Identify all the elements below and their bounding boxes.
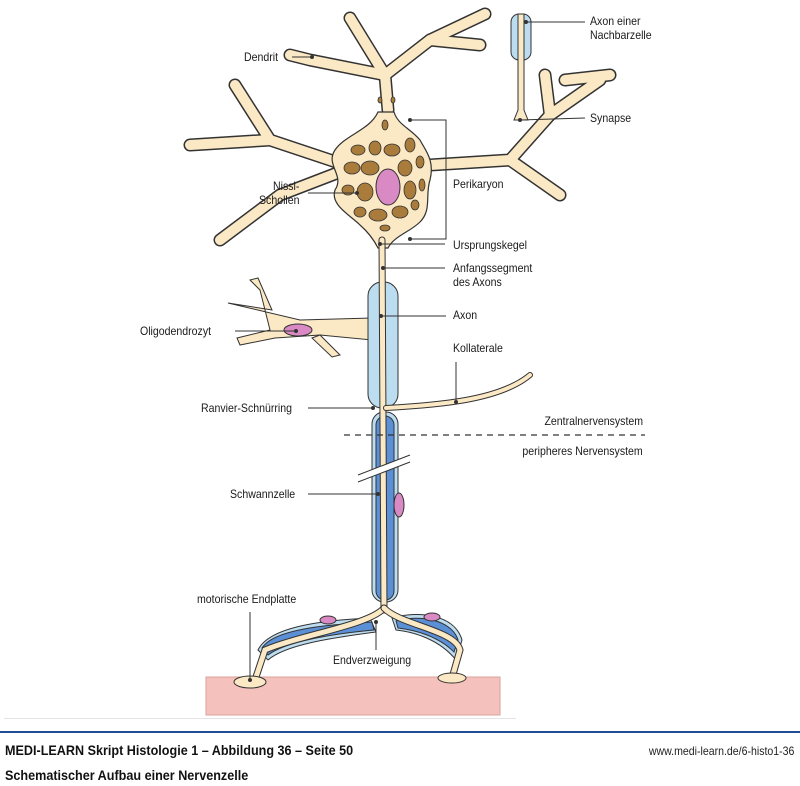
break-mark [357, 454, 411, 483]
oligodendrocyte [227, 277, 373, 358]
label-ursprungskegel: Ursprungskegel [453, 238, 527, 252]
label-schwannzelle: Schwannzelle [230, 487, 296, 501]
footer-divider [0, 731, 800, 733]
label-pns: peripheres Nervensystem [522, 444, 643, 458]
label-zns: Zentralnervensystem [544, 414, 643, 428]
label-axon-nachbarzelle-2: Nachbarzelle [590, 28, 652, 42]
neighbour-axon [510, 13, 532, 121]
footer-title: MEDI-LEARN Skript Histologie 1 – Abbildu… [5, 742, 354, 758]
label-oligodendrozyt: Oligodendrozyt [140, 324, 212, 338]
footer-url[interactable]: www.medi-learn.de/6-histo1-36 [648, 744, 794, 758]
nissl-bodies [341, 96, 426, 232]
nucleus [375, 168, 401, 206]
label-nissl-2: Schollen [259, 193, 300, 207]
label-endverzweigung: Endverzweigung [333, 653, 412, 667]
label-anfangssegment-2: des Axons [453, 275, 502, 289]
label-anfangssegment-1: Anfangssegment [453, 261, 533, 275]
leader-lines [235, 20, 586, 682]
label-kollaterale: Kollaterale [453, 341, 503, 355]
figure-border [4, 718, 516, 719]
label-perikaryon: Perikaryon [453, 177, 504, 191]
neuron-diagram [183, 7, 645, 716]
label-ranvier: Ranvier-Schnürring [201, 401, 292, 415]
footer-subtitle: Schematischer Aufbau einer Nervenzelle [5, 767, 249, 783]
label-axon-nachbarzelle-1: Axon einer [590, 14, 641, 28]
dendrites [183, 7, 617, 247]
endplate-right [437, 672, 467, 684]
label-axon: Axon [453, 308, 478, 322]
label-nissl-1: Nissl- [273, 179, 300, 193]
axon [251, 236, 533, 684]
label-synapse: Synapse [590, 111, 632, 125]
label-motorische-endplatte: motorische Endplatte [197, 592, 297, 606]
label-dendrit: Dendrit [244, 50, 279, 64]
